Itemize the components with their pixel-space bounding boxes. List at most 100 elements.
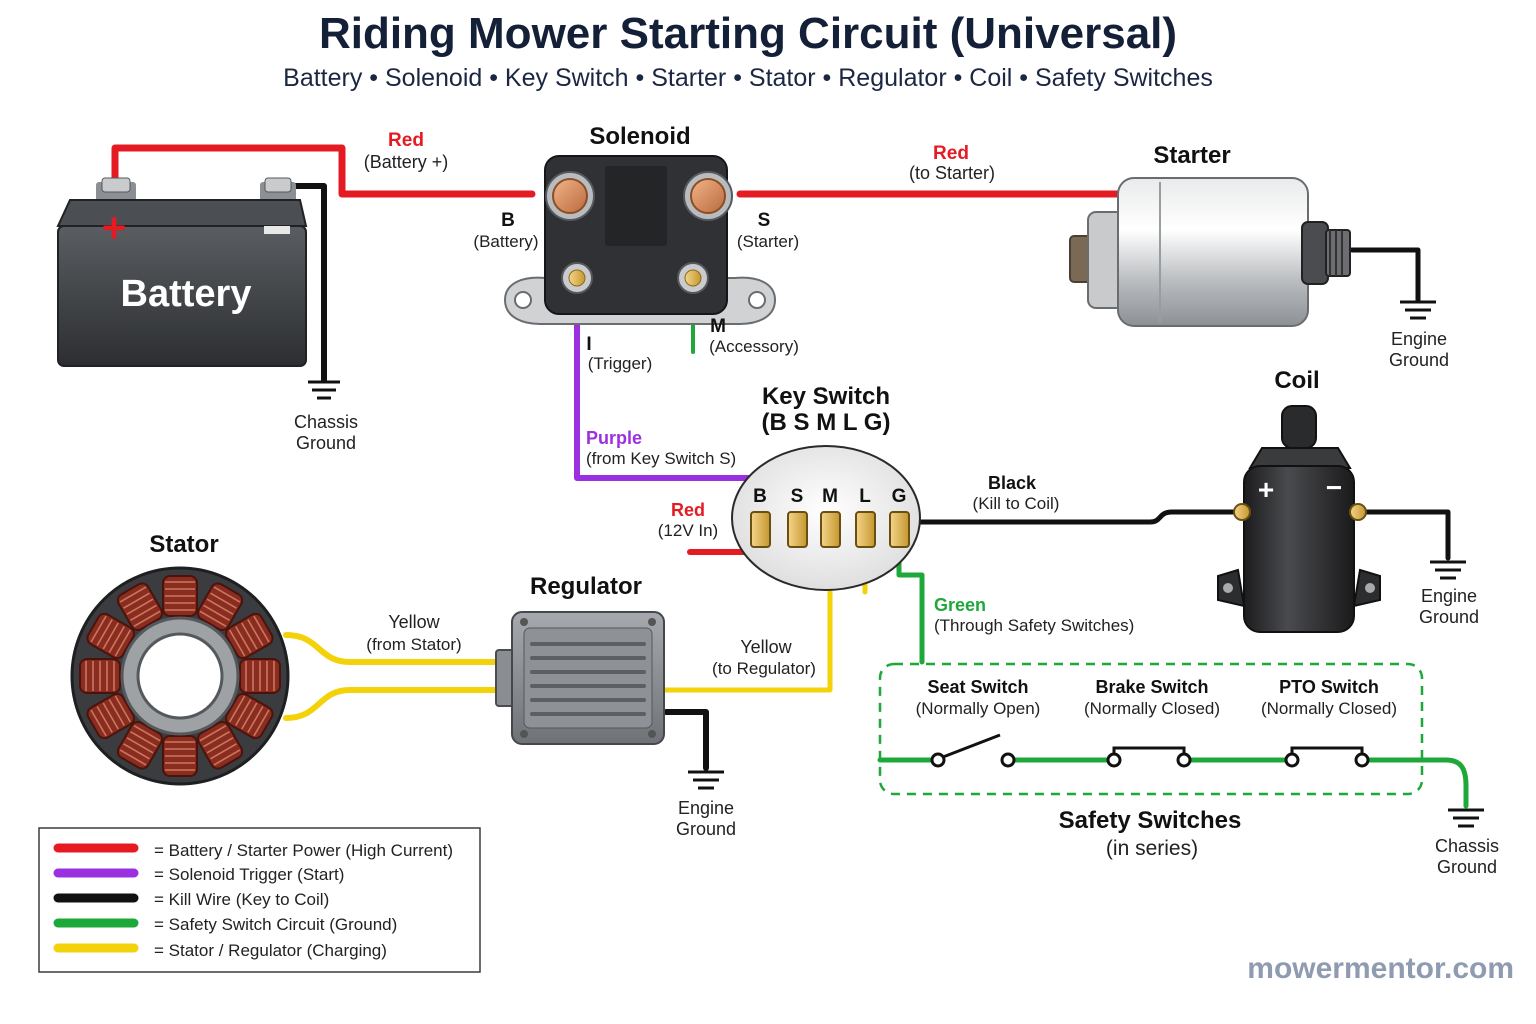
ground-chassis-safety: Chassis Ground — [1435, 808, 1499, 877]
coil-title: Coil — [1274, 367, 1319, 394]
wire-black-battery-ground — [289, 183, 327, 383]
solenoid-title: Solenoid — [589, 123, 690, 150]
safety-switches-subtitle: (in series) — [1106, 837, 1198, 860]
coil-minus-icon: − — [1326, 472, 1342, 503]
stator[interactable]: Stator — [70, 531, 290, 786]
legend-item: = Stator / Regulator (Charging) — [53, 941, 387, 960]
legend-text: = Solenoid Trigger (Start) — [154, 865, 344, 884]
wire-black-regulator-ground — [663, 709, 709, 771]
key-switch[interactable]: Key Switch (B S M L G) B S M L G — [731, 383, 921, 591]
legend-item: = Safety Switch Circuit (Ground) — [53, 915, 397, 934]
wire-label-yellow-regulator-desc: (to Regulator) — [712, 659, 816, 678]
ground-label-line1: Engine — [1421, 586, 1477, 606]
wire-label-red-12v-desc: (12V In) — [658, 521, 718, 540]
key-switch-terminals-title: (B S M L G) — [762, 409, 891, 436]
solenoid-i-letter: I — [586, 334, 591, 355]
seat-switch-name: Seat Switch — [927, 677, 1028, 697]
stator-coil — [79, 658, 121, 694]
wire-green-series — [877, 757, 1469, 809]
page-subtitle: Battery • Solenoid • Key Switch • Starte… — [283, 64, 1213, 92]
regulator-title: Regulator — [530, 573, 642, 600]
legend-item: = Battery / Starter Power (High Current) — [53, 841, 453, 860]
ground-engine-regulator: Engine Ground — [676, 770, 736, 839]
pto-switch-name: PTO Switch — [1279, 677, 1379, 697]
stator-coil — [116, 582, 164, 631]
wire-label-green-desc: (Through Safety Switches) — [934, 616, 1134, 635]
key-switch-title: Key Switch — [762, 383, 890, 410]
wire-green-safety — [896, 542, 925, 665]
stator-coil — [162, 575, 198, 617]
wire-label-purple-desc: (from Key Switch S) — [586, 449, 736, 468]
stator-coil — [116, 721, 164, 770]
ground-label-line1: Chassis — [294, 412, 358, 432]
stator-coil — [225, 612, 274, 660]
stator-title: Stator — [149, 531, 218, 558]
safety-switches: Seat Switch (Normally Open) Brake Switch… — [878, 662, 1424, 860]
coil-plus-icon: + — [1258, 474, 1274, 505]
legend-item: = Kill Wire (Key to Coil) — [53, 890, 329, 909]
battery-plus-icon: + — [102, 204, 127, 251]
voltage-regulator[interactable]: Regulator — [495, 573, 665, 745]
key-switch-terminal-l[interactable]: L — [855, 486, 876, 548]
ground-engine-starter: Engine Ground — [1389, 300, 1449, 370]
seat-switch[interactable]: Seat Switch (Normally Open) — [916, 677, 1041, 768]
ground-label-line2: Ground — [1419, 607, 1479, 627]
brake-switch-state: (Normally Closed) — [1084, 699, 1220, 718]
terminal-label: G — [892, 486, 907, 507]
battery-label: Battery — [121, 273, 252, 315]
wire-label-red-battery-color: Red — [388, 130, 424, 151]
wire-yellow-stator-1 — [283, 632, 503, 665]
legend: = Battery / Starter Power (High Current)… — [38, 827, 481, 973]
ground-chassis-battery: Chassis Ground — [294, 380, 358, 453]
terminal-label: B — [753, 486, 767, 507]
key-switch-terminal-b[interactable]: B — [750, 486, 771, 548]
brake-switch[interactable]: Brake Switch (Normally Closed) — [1084, 677, 1220, 768]
key-switch-terminal-g[interactable]: G — [889, 486, 910, 548]
solenoid[interactable]: Solenoid B (Battery) S (Starter) I (Trig… — [473, 123, 799, 373]
stator-coil — [86, 612, 135, 660]
ground-label-line2: Ground — [676, 819, 736, 839]
pto-switch[interactable]: PTO Switch (Normally Closed) — [1261, 677, 1397, 768]
stator-coil — [196, 582, 244, 631]
stator-coil — [225, 692, 274, 740]
wire-yellow-stator-2 — [283, 687, 503, 721]
ground-label-line2: Ground — [1437, 857, 1497, 877]
legend-text: = Kill Wire (Key to Coil) — [154, 890, 329, 909]
stator-coil — [196, 721, 244, 770]
key-switch-terminal-m[interactable]: M — [820, 486, 841, 548]
starter-title: Starter — [1153, 142, 1230, 169]
solenoid-i-desc: (Trigger) — [588, 354, 653, 373]
ground-engine-coil: Engine Ground — [1419, 560, 1479, 627]
battery[interactable]: + Battery — [56, 177, 308, 367]
wire-label-red-battery-desc: (Battery +) — [364, 152, 449, 172]
safety-switches-title: Safety Switches — [1059, 807, 1242, 834]
ground-label-line2: Ground — [296, 433, 356, 453]
legend-text: = Stator / Regulator (Charging) — [154, 941, 387, 960]
ground-label-line1: Engine — [678, 798, 734, 818]
wire-label-green-color: Green — [934, 595, 986, 615]
stator-coil — [162, 735, 198, 777]
solenoid-m-desc: (Accessory) — [709, 337, 799, 356]
terminal-label: M — [822, 486, 838, 507]
terminal-label: L — [859, 486, 871, 507]
wire-black-starter-ground — [1349, 247, 1421, 303]
wire-label-red-starter-desc: (to Starter) — [909, 163, 995, 183]
pto-switch-state: (Normally Closed) — [1261, 699, 1397, 718]
ignition-coil[interactable]: Coil + − — [1217, 367, 1381, 633]
solenoid-s-letter: S — [758, 210, 771, 231]
ground-label-line1: Engine — [1391, 329, 1447, 349]
wire-label-yellow-regulator-color: Yellow — [740, 637, 792, 657]
legend-item: = Solenoid Trigger (Start) — [53, 865, 344, 884]
wire-label-yellow-stator-desc: (from Stator) — [366, 635, 461, 654]
solenoid-s-desc: (Starter) — [737, 232, 799, 251]
brake-switch-name: Brake Switch — [1095, 677, 1208, 697]
wire-yellow-m — [662, 545, 833, 693]
solenoid-b-letter: B — [501, 210, 515, 231]
wire-label-yellow-stator-color: Yellow — [388, 612, 440, 632]
wire-black-kill — [901, 509, 1241, 525]
solenoid-m-letter: M — [710, 316, 726, 337]
key-switch-terminal-s[interactable]: S — [787, 486, 808, 548]
starter-motor[interactable]: Starter — [1069, 142, 1351, 327]
legend-text: = Battery / Starter Power (High Current) — [154, 841, 453, 860]
